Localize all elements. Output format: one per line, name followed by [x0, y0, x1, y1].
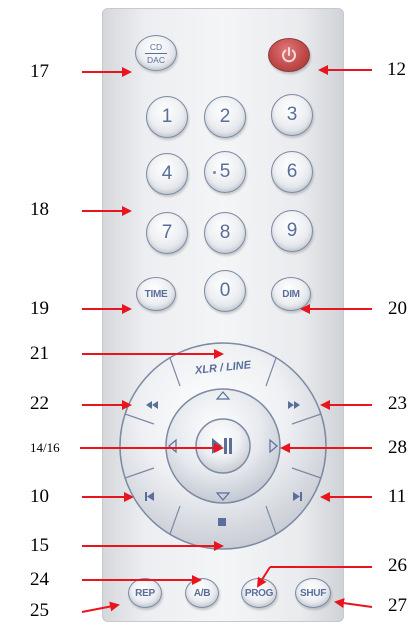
callout-26: 26: [388, 555, 407, 577]
callout-17: 17: [30, 61, 49, 83]
callout-22: 22: [30, 393, 49, 415]
callout-19: 19: [30, 298, 49, 320]
callout-10: 10: [30, 486, 49, 508]
callout-21: 21: [30, 343, 49, 365]
callout-18: 18: [30, 199, 49, 221]
callout-27: 27: [388, 595, 407, 617]
callout-25: 25: [30, 600, 49, 622]
callout-20: 20: [388, 298, 407, 320]
callout-24: 24: [30, 569, 49, 591]
arrow-25: [82, 605, 118, 612]
callout-15: 15: [30, 535, 49, 557]
callout-11: 11: [388, 486, 406, 508]
callout-28: 28: [388, 437, 407, 459]
callout-12: 12: [387, 59, 406, 81]
callout-23: 23: [388, 393, 407, 415]
callout-14-16: 14/16: [30, 440, 60, 456]
arrow-26: [258, 567, 270, 586]
arrow-27: [336, 602, 372, 607]
